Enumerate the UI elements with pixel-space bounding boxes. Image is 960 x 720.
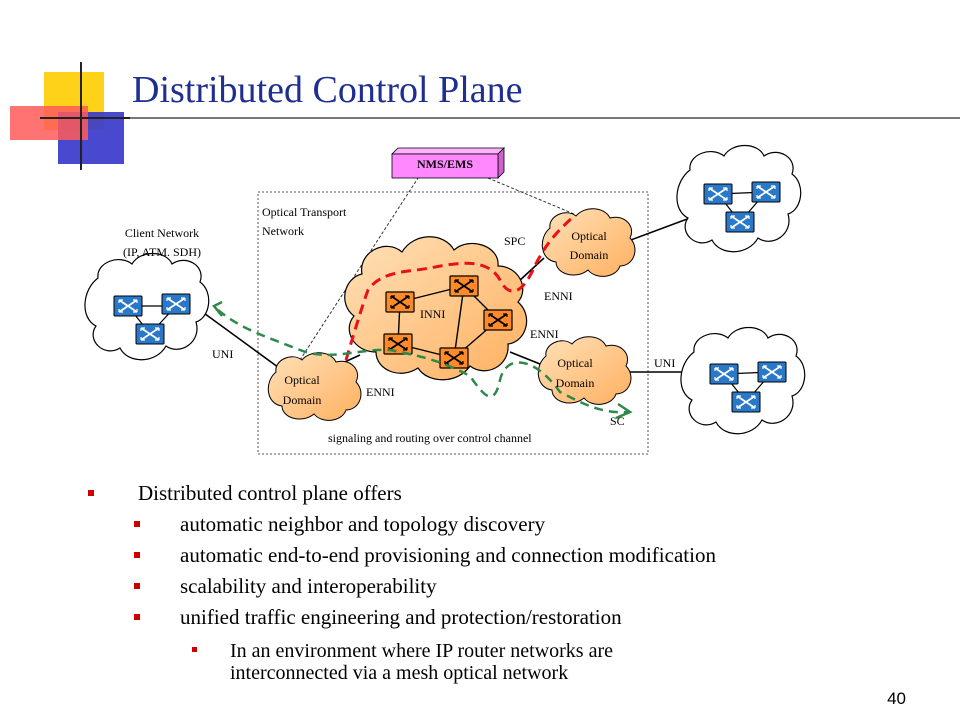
bullet-item-text: unified traffic engineering and protecti… (180, 605, 622, 629)
optical-domain-bottom-line2: Domain (555, 376, 595, 390)
bullet-item-3: scalability and interoperability (134, 575, 437, 597)
bullet-sub-item: In an environment where IP router networ… (192, 640, 613, 684)
client-label-line2: (IP, ATM. SDH) (122, 245, 202, 259)
uni-label-right: UNI (654, 356, 676, 370)
bullet-sub-text-line1: In an environment where IP router networ… (230, 640, 614, 662)
enni-label-right: ENNI (530, 327, 559, 341)
sc-path (217, 309, 629, 414)
title-underline (130, 117, 960, 119)
spc-path (344, 216, 574, 361)
bullet-item-1: automatic neighbor and topology discover… (134, 513, 545, 535)
uni-label-left: UNI (212, 347, 234, 361)
bullet-sub-text-line2: interconnected via a mesh optical networ… (230, 662, 569, 684)
optical-domain-top-line2: Domain (569, 248, 609, 262)
page-number: 40 (887, 689, 906, 708)
client-cloud-top-right (676, 144, 802, 253)
bullet-item-2: automatic end-to-end provisioning and co… (134, 544, 716, 566)
bullet-item-text: automatic neighbor and topology discover… (180, 512, 546, 536)
optical-domain-bottom (537, 336, 632, 405)
nms-ems-box (391, 147, 505, 179)
bullet-item-text: automatic end-to-end provisioning and co… (180, 543, 716, 567)
sc-label: SC (610, 414, 625, 428)
nms-ems-label: NMS/EMS (416, 157, 474, 171)
corner-logo (10, 62, 132, 170)
bullet-main-text: Distributed control plane offers (138, 481, 402, 505)
enni-label-left: ENNI (366, 385, 395, 399)
otn-label-line2: Network (262, 224, 304, 238)
bullet-marker (134, 614, 140, 620)
optical-domain-bottom-line1: Optical (557, 356, 593, 370)
optical-domain-left-line2: Domain (282, 393, 322, 407)
bullet-item-4: unified traffic engineering and protecti… (134, 606, 622, 628)
slide-title: Distributed Control Plane (132, 69, 523, 111)
enni-label-top: ENNI (544, 289, 573, 303)
bullet-marker (134, 521, 140, 527)
inni-label: INNI (420, 307, 446, 321)
bullet-main: Distributed control plane offers (88, 482, 402, 504)
client-cloud-bottom-right (680, 326, 806, 435)
bullet-marker (134, 552, 140, 558)
diagram-caption: signaling and routing over control chann… (328, 431, 532, 445)
optical-domain-left (267, 352, 362, 421)
otn-label-line1: Optical Transport (262, 205, 347, 219)
optical-domain-left-line1: Optical (284, 373, 320, 387)
otn-boundary (257, 191, 649, 455)
client-label-line1: Client Network (124, 226, 200, 240)
bullet-marker (134, 583, 140, 589)
bullet-item-text: scalability and interoperability (180, 574, 437, 598)
bullet-marker (192, 647, 197, 652)
optical-domain-top-line1: Optical (571, 229, 607, 243)
spc-label: SPC (504, 234, 526, 248)
bullet-marker (88, 490, 94, 496)
